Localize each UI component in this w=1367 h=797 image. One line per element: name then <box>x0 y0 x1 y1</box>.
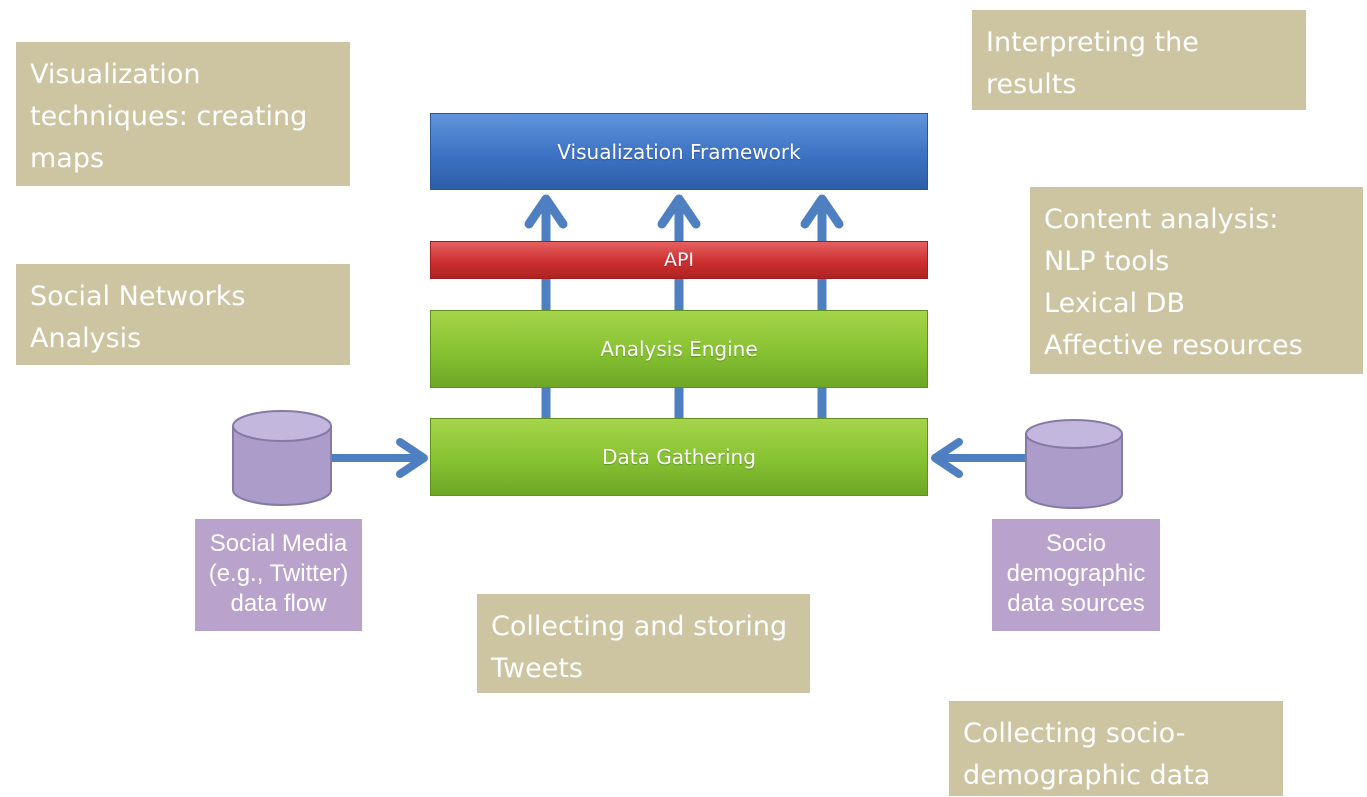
social-media-line-1: Social Media <box>209 530 348 557</box>
data-gathering-label: Data Gathering <box>602 445 756 469</box>
data-gathering-layer: Data Gathering <box>430 418 928 496</box>
visualization-framework-label: Visualization Framework <box>557 139 801 164</box>
arrow-social-media-to-gathering <box>330 438 428 478</box>
note-interpreting-line-1: Interpreting the <box>986 27 1199 58</box>
note-collecting-tweets-line-1: Collecting and storing <box>491 611 788 642</box>
visualization-framework-layer: Visualization Framework <box>430 113 928 190</box>
note-visualization-line-3: maps <box>30 142 105 174</box>
arrow-socio-demographic-to-gathering <box>931 438 1026 478</box>
note-content-analysis: Content analysis: NLP tools Lexical DB A… <box>1030 187 1363 374</box>
note-collecting-socio-demographic: Collecting socio- demographic data <box>949 701 1283 796</box>
api-layer: API <box>430 241 928 279</box>
note-collecting-socio-line-1: Collecting socio- <box>963 718 1186 749</box>
note-content-analysis-line-3: Lexical DB <box>1044 287 1185 319</box>
note-interpreting-line-2: results <box>986 68 1077 100</box>
analysis-engine-label: Analysis Engine <box>600 337 758 361</box>
api-label: API <box>663 249 695 271</box>
social-media-line-3: data flow <box>230 590 327 617</box>
socio-demographic-line-1: Socio <box>1045 530 1107 557</box>
note-visualization-techniques: Visualization techniques: creating maps <box>16 42 350 186</box>
socio-demographic-line-3: data sources <box>1007 590 1145 617</box>
note-collecting-tweets-line-2: Tweets <box>491 652 583 684</box>
note-interpreting-results: Interpreting the results <box>972 10 1306 110</box>
socio-demographic-line-2: demographic <box>1006 560 1146 587</box>
database-socio-demographic-icon <box>1025 419 1123 509</box>
social-media-source-label: Social Media (e.g., Twitter) data flow <box>195 519 362 631</box>
note-social-networks-line-1: Social Networks <box>30 281 246 312</box>
database-social-media-icon <box>232 410 332 506</box>
socio-demographic-source-label: Socio demographic data sources <box>992 519 1160 631</box>
note-collecting-tweets: Collecting and storing Tweets <box>477 594 810 693</box>
note-social-networks-line-2: Analysis <box>30 322 142 354</box>
analysis-engine-layer: Analysis Engine <box>430 310 928 388</box>
social-media-line-2: (e.g., Twitter) <box>208 560 349 587</box>
note-collecting-socio-line-2: demographic data <box>963 759 1211 791</box>
note-content-analysis-line-4: Affective resources <box>1044 329 1303 361</box>
note-social-networks-analysis: Social Networks Analysis <box>16 264 350 365</box>
note-visualization-line-2: techniques: creating <box>30 100 308 132</box>
note-visualization-line-1: Visualization <box>30 59 201 90</box>
note-content-analysis-line-2: NLP tools <box>1044 245 1170 277</box>
note-content-analysis-line-1: Content analysis: <box>1044 204 1279 235</box>
